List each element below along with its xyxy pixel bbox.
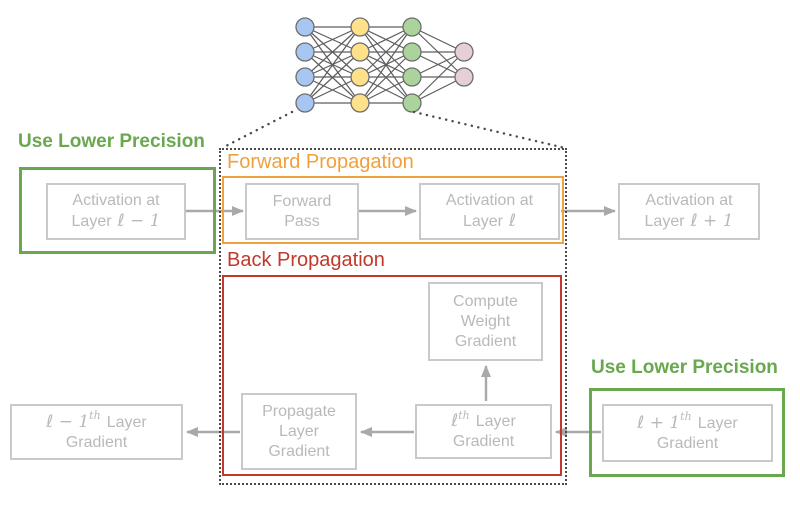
hidden-layer-1-node: [350, 93, 370, 113]
box-line: Forward: [272, 192, 332, 210]
math-symbol: ℓ − 1: [117, 211, 161, 231]
math-symbol: ℓ: [509, 211, 517, 231]
hidden-layer-2-node: [402, 93, 422, 113]
hidden-layer-1-node: [350, 42, 370, 62]
hidden-layer-1-node: [350, 67, 370, 87]
superscript: th: [89, 409, 101, 423]
box-line: Compute: [453, 292, 518, 310]
neural-network-illustration: [295, 17, 474, 113]
zoom-funnel-line-right: [412, 110, 567, 150]
box-line: Gradient: [452, 433, 515, 450]
box-line: Gradient: [268, 442, 330, 460]
use-lower-precision-label-right: Use Lower Precision: [591, 357, 778, 378]
hidden-layer-2-node: [402, 42, 422, 62]
box-line: Weight: [460, 312, 511, 330]
math-symbol: ℓ − 1: [46, 411, 90, 432]
box-line: Activation at: [645, 192, 733, 209]
superscript: th: [458, 408, 470, 422]
forward-pass-box: Forward Pass: [245, 183, 359, 240]
input-layer-node: [295, 17, 315, 37]
layer-detail-dotted-frame: [219, 148, 567, 485]
lower-precision-frame-left: [19, 167, 216, 254]
output-layer-node: [454, 67, 474, 87]
input-layer-node: [295, 93, 315, 113]
hidden-layer-2-node: [402, 17, 422, 37]
box-line: Gradient: [656, 434, 719, 452]
input-layer-node: [295, 67, 315, 87]
zoom-funnel-line-left: [222, 110, 294, 149]
box-line: Gradient: [65, 433, 128, 451]
output-layer-node: [454, 42, 474, 62]
propagate-layer-gradient-box: Propagate Layer Gradient: [241, 393, 357, 470]
hidden-layer-2-node: [402, 67, 422, 87]
math-symbol: ℓ + 1: [690, 211, 734, 231]
math-symbol: ℓ + 1: [637, 412, 681, 433]
box-line: Layer: [278, 422, 320, 440]
box-line: Pass: [284, 212, 320, 230]
use-lower-precision-label-left: Use Lower Precision: [18, 131, 205, 152]
superscript: th: [680, 410, 692, 424]
forward-propagation-frame: [222, 176, 564, 244]
box-line: Propagate: [262, 402, 336, 420]
input-layer-node: [295, 42, 315, 62]
box-line: Gradient: [454, 332, 517, 350]
compute-weight-gradient-box: Compute Weight Gradient: [428, 282, 543, 361]
back-propagation-frame: [222, 275, 562, 476]
math-symbol: ℓ: [451, 411, 459, 431]
box-line: Activation at: [445, 192, 534, 209]
lower-precision-frame-right: [589, 388, 785, 477]
back-propagation-label: Back Propagation: [227, 249, 385, 271]
hidden-layer-1-node: [350, 17, 370, 37]
box-line: Activation at: [72, 192, 160, 209]
forward-propagation-label: Forward Propagation: [227, 151, 414, 173]
